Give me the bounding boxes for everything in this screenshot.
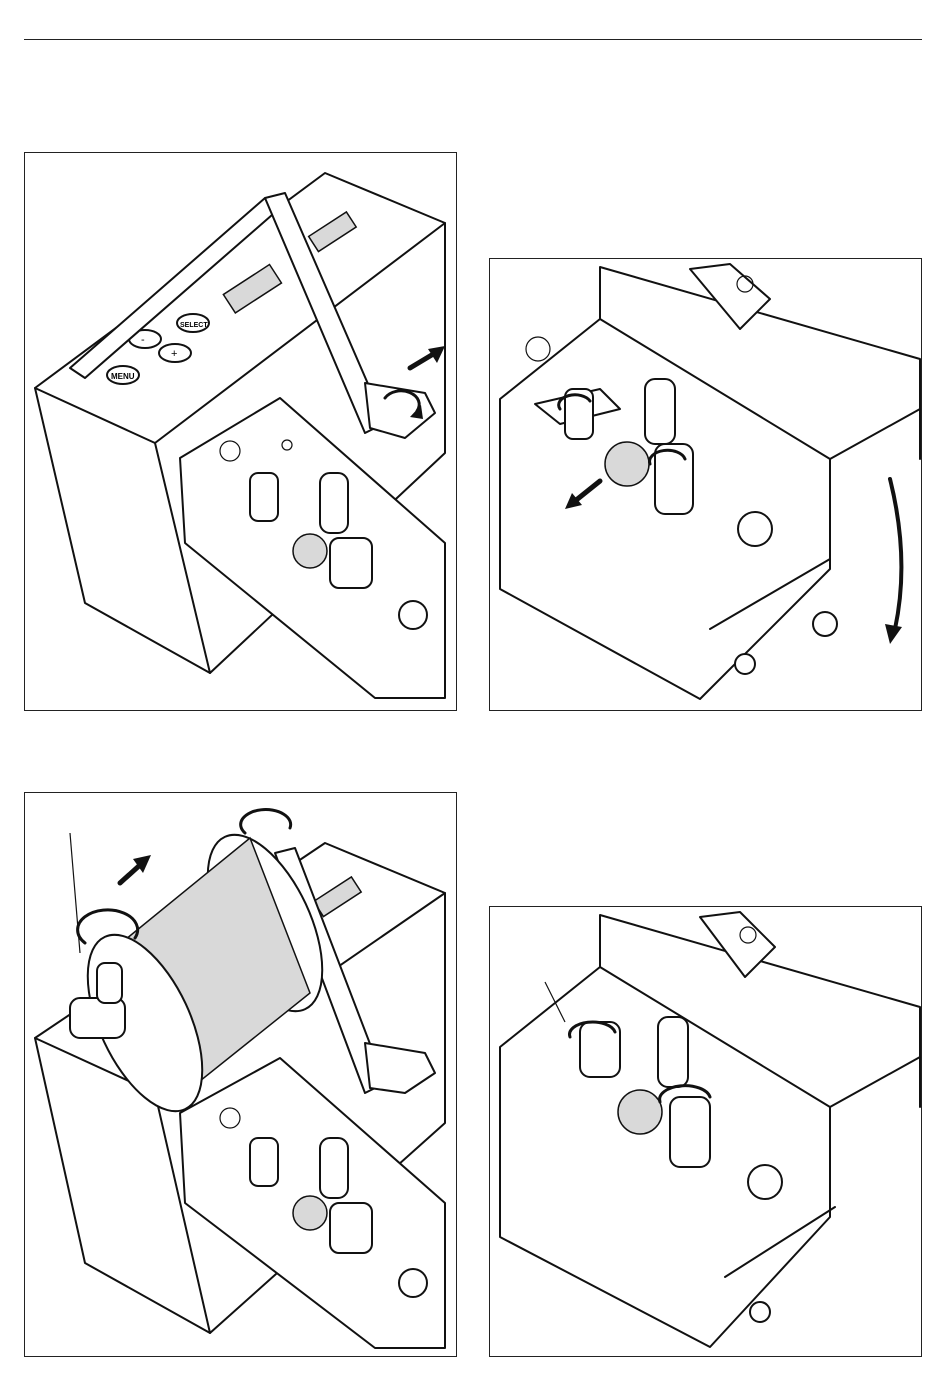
figure-1-illustration: MENU + - SELECT	[25, 153, 456, 710]
menu-button-label: MENU	[111, 372, 135, 381]
figure-3-mount-spool	[24, 792, 457, 1357]
pressure-lever-closed-2	[670, 1097, 710, 1167]
handle-bracket	[700, 912, 775, 977]
cover-edge	[830, 409, 920, 459]
feed-roller-1	[293, 1196, 327, 1230]
connector-socket	[735, 654, 755, 674]
header-rule	[24, 39, 922, 40]
feed-roller-1	[618, 1090, 662, 1134]
cover-swing-arrow	[890, 479, 901, 629]
roller-knob-2	[658, 1017, 688, 1087]
wire-inlet	[738, 512, 772, 546]
wire-inlet	[399, 1269, 427, 1297]
connector-socket	[750, 1302, 770, 1322]
figure-4-illustration	[490, 907, 921, 1356]
figure-2-pressure-release	[489, 258, 922, 711]
roller-knob-1	[320, 1138, 348, 1198]
minus-button-label: -	[141, 334, 145, 346]
feed-roller-1	[605, 442, 649, 486]
wire-inlet	[399, 601, 427, 629]
select-button-label: SELECT	[180, 322, 208, 329]
roller-knob-1	[320, 473, 348, 533]
wire-inlet	[748, 1165, 782, 1199]
push-arrow	[120, 865, 140, 883]
figure-4-close-pressure-levers	[489, 906, 922, 1357]
plus-button-label: +	[171, 348, 177, 360]
roller-knob-2	[645, 379, 675, 444]
cover-edge	[830, 1057, 920, 1107]
figure-1-spool-holder-release: MENU + - SELECT	[24, 152, 457, 711]
cover-swing-arrow-head	[885, 624, 902, 644]
figure-2-illustration	[490, 259, 921, 710]
pressure-lever-1	[250, 1138, 278, 1186]
rotate-arrow-top	[241, 810, 291, 833]
pressure-lever-2	[330, 1203, 372, 1253]
pressure-lever-2	[330, 538, 372, 588]
mount-hole	[526, 337, 550, 361]
pressure-lever-open-2	[655, 444, 693, 514]
spool-hub	[70, 998, 125, 1038]
feed-roller-1	[293, 534, 327, 568]
figure-3-illustration	[25, 793, 456, 1356]
pressure-lever-1	[250, 473, 278, 521]
gun-connector	[813, 612, 837, 636]
spool-lock-knob	[97, 963, 122, 1003]
